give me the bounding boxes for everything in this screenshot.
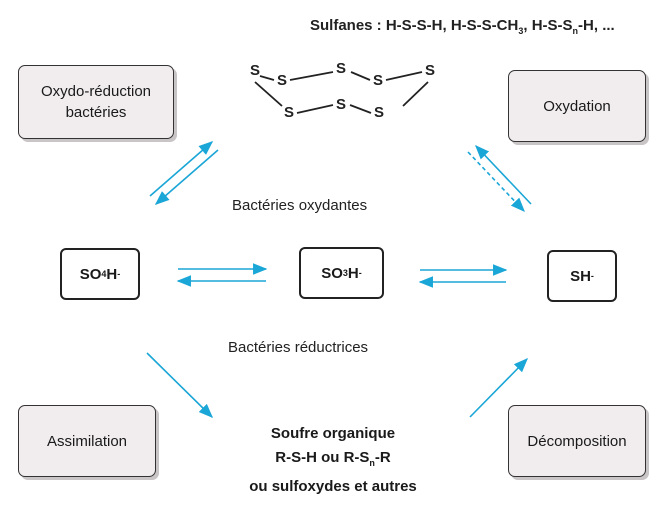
box-oxydo-reduction: Oxydo-réduction bactéries: [18, 65, 174, 139]
organic-line1: Soufre organique: [270, 425, 396, 442]
organic-line3: ou sulfoxydes et autres: [249, 478, 417, 495]
redox-line2: bactéries: [65, 104, 127, 121]
ring-atom-s7: S: [336, 96, 347, 113]
arrow-assimilation: [146, 352, 214, 419]
sulfanes-title: Sulfanes : H-S-S-H, H-S-S-CH3, H-S-Sn-H,…: [310, 17, 615, 36]
organic-line2: R-S-H ou R-Sn-R: [275, 449, 391, 468]
box-decomposition: Décomposition: [508, 405, 646, 477]
decomposition-label: Décomposition: [527, 432, 627, 450]
arrow-so4-so3-pair: [176, 263, 268, 287]
box-oxydation: Oxydation: [508, 70, 646, 142]
arrow-redox-pair: [149, 141, 219, 205]
box-assimilation: Assimilation: [18, 405, 156, 477]
ring-atom-s8: S: [374, 104, 385, 121]
redox-line1: Oxydo-réduction: [40, 83, 152, 100]
ring-atom-s6: S: [284, 104, 295, 121]
oxydation-label: Oxydation: [543, 97, 611, 115]
arrow-decomposition: [469, 357, 529, 418]
ring-atom-s4: S: [373, 72, 384, 89]
label-reducing-bacteria: Bactéries réductrices: [228, 339, 369, 356]
organic-sulfur-block: Soufre organique R-S-H ou R-Sn-R ou sulf…: [208, 422, 458, 499]
ring-atom-s1: S: [250, 62, 261, 79]
ring-atom-s5: S: [425, 62, 436, 79]
arrow-oxydation-pair: [467, 144, 532, 213]
species-sh: SH-: [547, 250, 617, 302]
assimilation-label: Assimilation: [46, 432, 128, 450]
ring-atom-s2: S: [277, 72, 288, 89]
ring-atom-s3: S: [336, 60, 347, 77]
arrow-so3-sh-pair: [418, 264, 508, 288]
label-oxidizing-bacteria: Bactéries oxydantes: [232, 197, 368, 214]
sulfane-ring-bonds: [254, 71, 429, 114]
